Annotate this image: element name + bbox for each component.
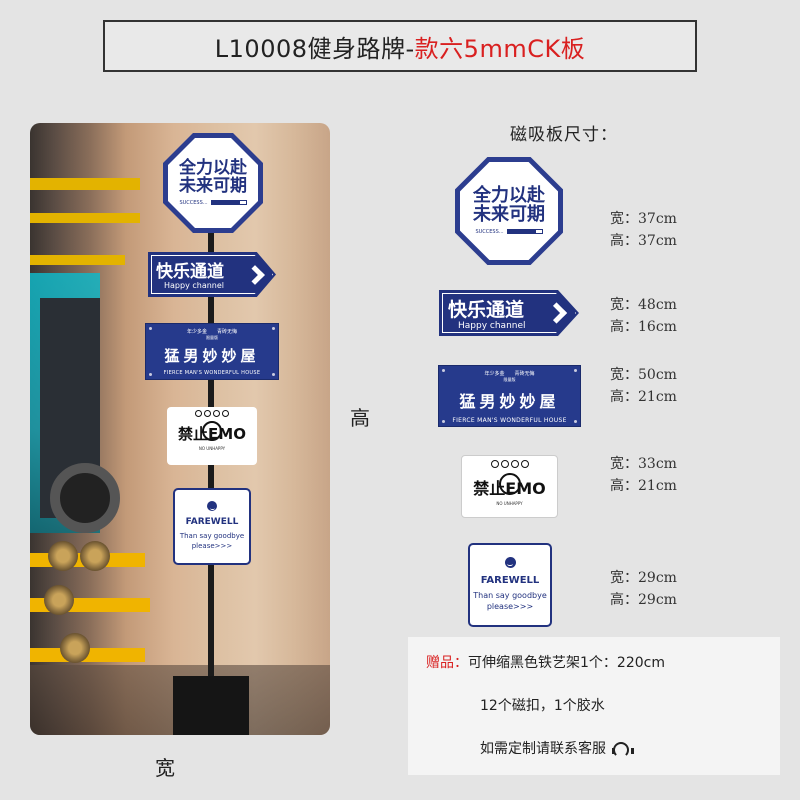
arrow-sign-sample: 快乐通道 Happy channel: [439, 290, 579, 336]
smiley-icon: [207, 501, 217, 511]
gift-line-1: 赠品：可伸缩黑色铁艺架1个：220cm: [426, 655, 665, 671]
size-section-title: 磁吸板尺寸：: [510, 125, 618, 145]
house-sign: 年少多金青砖无悔 限量版 猛男妙妙屋 FIERCE MAN'S WONDERFU…: [145, 323, 279, 380]
rack-beam: [30, 178, 140, 190]
product-photo: 全力以赴 未来可期 SUCCESS... 快乐通道 Happy channel …: [30, 123, 330, 735]
dumbbell: [44, 585, 74, 615]
octagon-sign-sample: 全力以赴 未来可期 SUCCESS...: [455, 157, 563, 265]
progress-bar: SUCCESS...: [179, 200, 247, 206]
arrow-sign-en: Happy channel: [164, 281, 225, 290]
emo-sign-text: 禁止EMO: [178, 421, 246, 444]
prohibition-icon: [202, 421, 223, 441]
height-label: 高: [350, 406, 370, 430]
title-variant: 款六5mmCK板: [414, 34, 586, 63]
house-sign-title: 猛男妙妙屋: [164, 347, 260, 365]
emoji-faces-icon: [167, 410, 257, 417]
emoji-faces-icon: [462, 460, 557, 468]
dumbbell: [48, 541, 78, 571]
farewell-sign-sample: FAREWELL Than say goodbye please>>>: [468, 543, 552, 627]
octagon-sign: 全力以赴 未来可期 SUCCESS...: [163, 133, 263, 233]
gift-line-2: 12个磁扣，1个胶水: [480, 698, 605, 714]
smiley-icon: [504, 557, 516, 568]
house-sign-sample: 年少多金青砖无悔 限量版 猛男妙妙屋 FIERCE MAN'S WONDERFU…: [438, 365, 581, 427]
dumbbell: [80, 541, 110, 571]
arrow-sign: 快乐通道 Happy channel: [148, 252, 276, 297]
product-title: L10008健身路牌-款六5mmCK板: [103, 20, 697, 72]
emo-sign: 禁止EMO NO UNHAPPY: [167, 407, 257, 465]
title-main: L10008健身路牌-: [214, 34, 415, 63]
octagon-line2: 未来可期: [179, 176, 247, 196]
weight-plate: [50, 463, 120, 533]
customer-service-link[interactable]: 如需定制请联系客服: [480, 738, 634, 758]
prohibition-icon: [499, 473, 522, 495]
sign-stand-base: [173, 676, 249, 735]
emo-sign-sample: 禁止EMO NO UNHAPPY: [461, 455, 558, 518]
progress-bar: SUCCESS...: [475, 229, 543, 235]
dumbbell: [60, 633, 90, 663]
rack-beam: [30, 255, 125, 265]
width-label: 宽: [155, 756, 175, 780]
headset-icon: [612, 741, 634, 758]
arrow-sign-cn: 快乐通道: [156, 262, 224, 282]
gift-info-panel: 赠品：可伸缩黑色铁艺架1个：220cm 12个磁扣，1个胶水 如需定制请联系客服: [408, 637, 780, 775]
rack-beam: [30, 213, 140, 223]
farewell-sign: FAREWELL Than say goodbye please>>>: [173, 488, 251, 565]
octagon-line1: 全力以赴: [179, 158, 247, 179]
